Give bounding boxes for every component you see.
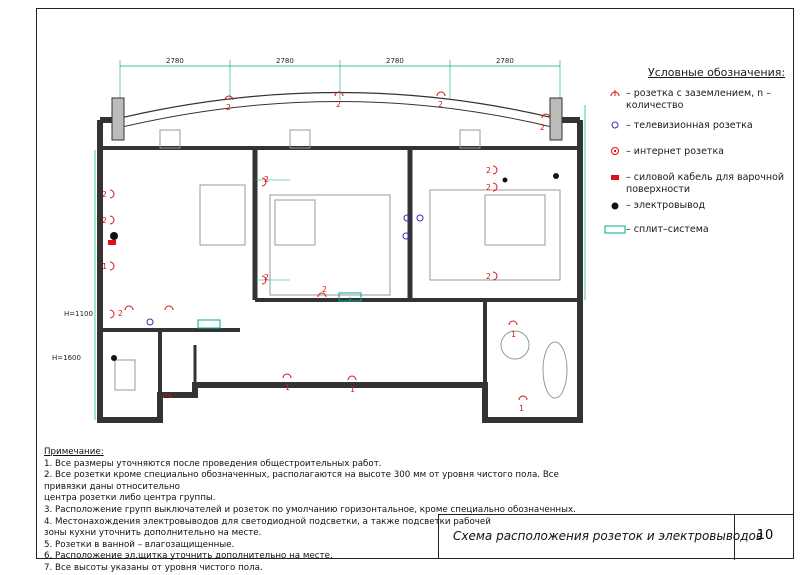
legend-item-electrical-outlet: – электровывод [604, 200, 794, 212]
page-number: 10 [756, 528, 774, 543]
svg-text:1: 1 [350, 385, 355, 394]
legend-item-internet-outlet: – интернет розетка [604, 146, 794, 158]
svg-text:1: 1 [511, 330, 516, 339]
svg-text:2: 2 [486, 183, 491, 192]
electrical-outlet-icon [604, 200, 626, 212]
note-line: 5. Розетки в ванной – влагозащищенные. [44, 539, 235, 550]
svg-text:2: 2 [102, 190, 107, 199]
drawing-frame [36, 8, 794, 559]
svg-text:2780: 2780 [276, 57, 294, 65]
title-block: Схема расположения розеток и электровыво… [438, 514, 794, 560]
svg-text:2780: 2780 [166, 57, 184, 65]
drawing-title: Схема расположения розеток и электровыво… [453, 529, 763, 543]
svg-text:H=1600: H=1600 [52, 354, 81, 362]
hob-cable-icon [604, 172, 626, 182]
svg-text:1: 1 [519, 404, 524, 413]
note-line: 3. Расположение групп выключателей и роз… [44, 504, 576, 515]
note-line: центра розетки либо центра группы. [44, 493, 216, 504]
svg-text:2: 2 [438, 100, 443, 109]
internet-outlet-icon [604, 146, 626, 156]
svg-text:2: 2 [102, 216, 107, 225]
svg-text:2: 2 [118, 309, 123, 318]
svg-text:2780: 2780 [386, 57, 404, 65]
notes-title: Примечание: [44, 447, 104, 457]
legend: Условные обозначения: – розетка с заземл… [604, 66, 794, 235]
svg-text:1: 1 [285, 383, 290, 392]
tv-outlet-icon [604, 120, 626, 130]
legend-title: Условные обозначения: [648, 66, 786, 79]
svg-text:2: 2 [336, 100, 341, 109]
svg-text:2: 2 [226, 103, 231, 112]
svg-text:2: 2 [322, 285, 327, 294]
svg-text:2: 2 [486, 166, 491, 175]
legend-item-tv-outlet: – телевизионная розетка [604, 120, 794, 132]
svg-text:2: 2 [540, 123, 545, 132]
svg-text:1: 1 [102, 262, 107, 271]
note-line: 4. Местонахождения электровыводов для св… [44, 516, 491, 527]
legend-item-grounded-outlet: – розетка с заземлением, n – количество [604, 88, 794, 112]
svg-text:2: 2 [264, 175, 269, 184]
note-line: зоны кухни уточнить дополнительно на мес… [44, 528, 262, 539]
svg-text:H=1100: H=1100 [64, 310, 93, 318]
svg-text:2: 2 [264, 273, 269, 282]
note-line: 6. Расположение эл.щитка уточнить дополн… [44, 551, 333, 562]
grounded-outlet-icon [604, 88, 626, 102]
split-system-icon [604, 224, 626, 234]
legend-item-hob-cable: – силовой кабель для варочной поверхност… [604, 172, 794, 196]
legend-item-split-system: – сплит–система [604, 224, 794, 236]
svg-text:2: 2 [486, 272, 491, 281]
note-line: 2. Все розетки кроме специально обозначе… [44, 470, 559, 492]
note-line: 1. Все размеры уточняются после проведен… [44, 458, 382, 469]
svg-text:2780: 2780 [496, 57, 514, 65]
title-block-divider [734, 515, 735, 560]
